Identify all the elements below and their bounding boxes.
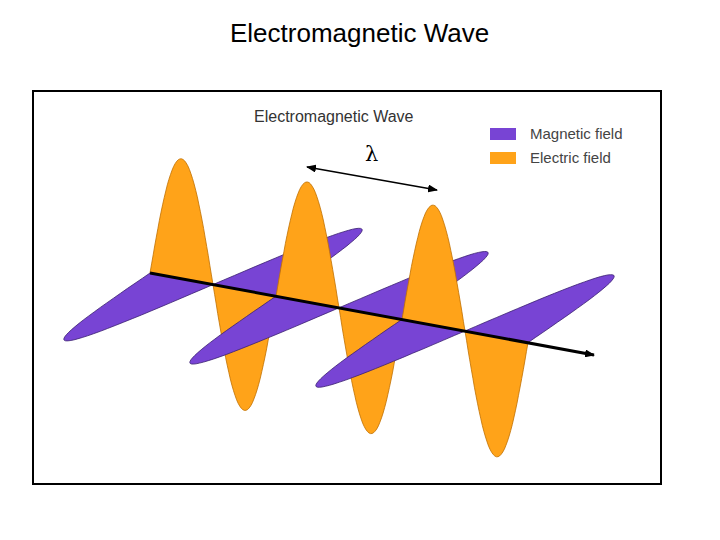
page-title: Electromagnetic Wave (230, 18, 489, 49)
magnetic-lobe (190, 296, 339, 364)
legend-text: Magnetic field (530, 125, 623, 142)
field-lobes (64, 159, 614, 457)
legend-swatch (490, 128, 516, 140)
legend-text: Electric field (530, 149, 611, 166)
inner-heading: Electromagnetic Wave (254, 108, 413, 126)
magnetic-lobe (465, 275, 614, 343)
magnetic-lobe (316, 319, 465, 387)
wavelength-arrow (307, 167, 437, 190)
magnetic-lobe (64, 273, 213, 341)
electric-lobe (402, 205, 465, 331)
electric-lobe (150, 159, 213, 285)
legend-swatch (490, 152, 516, 164)
electric-lobe (465, 331, 528, 457)
electric-lobe (276, 182, 339, 308)
wavelength-symbol: λ (365, 142, 378, 166)
propagation-axis (150, 273, 594, 355)
